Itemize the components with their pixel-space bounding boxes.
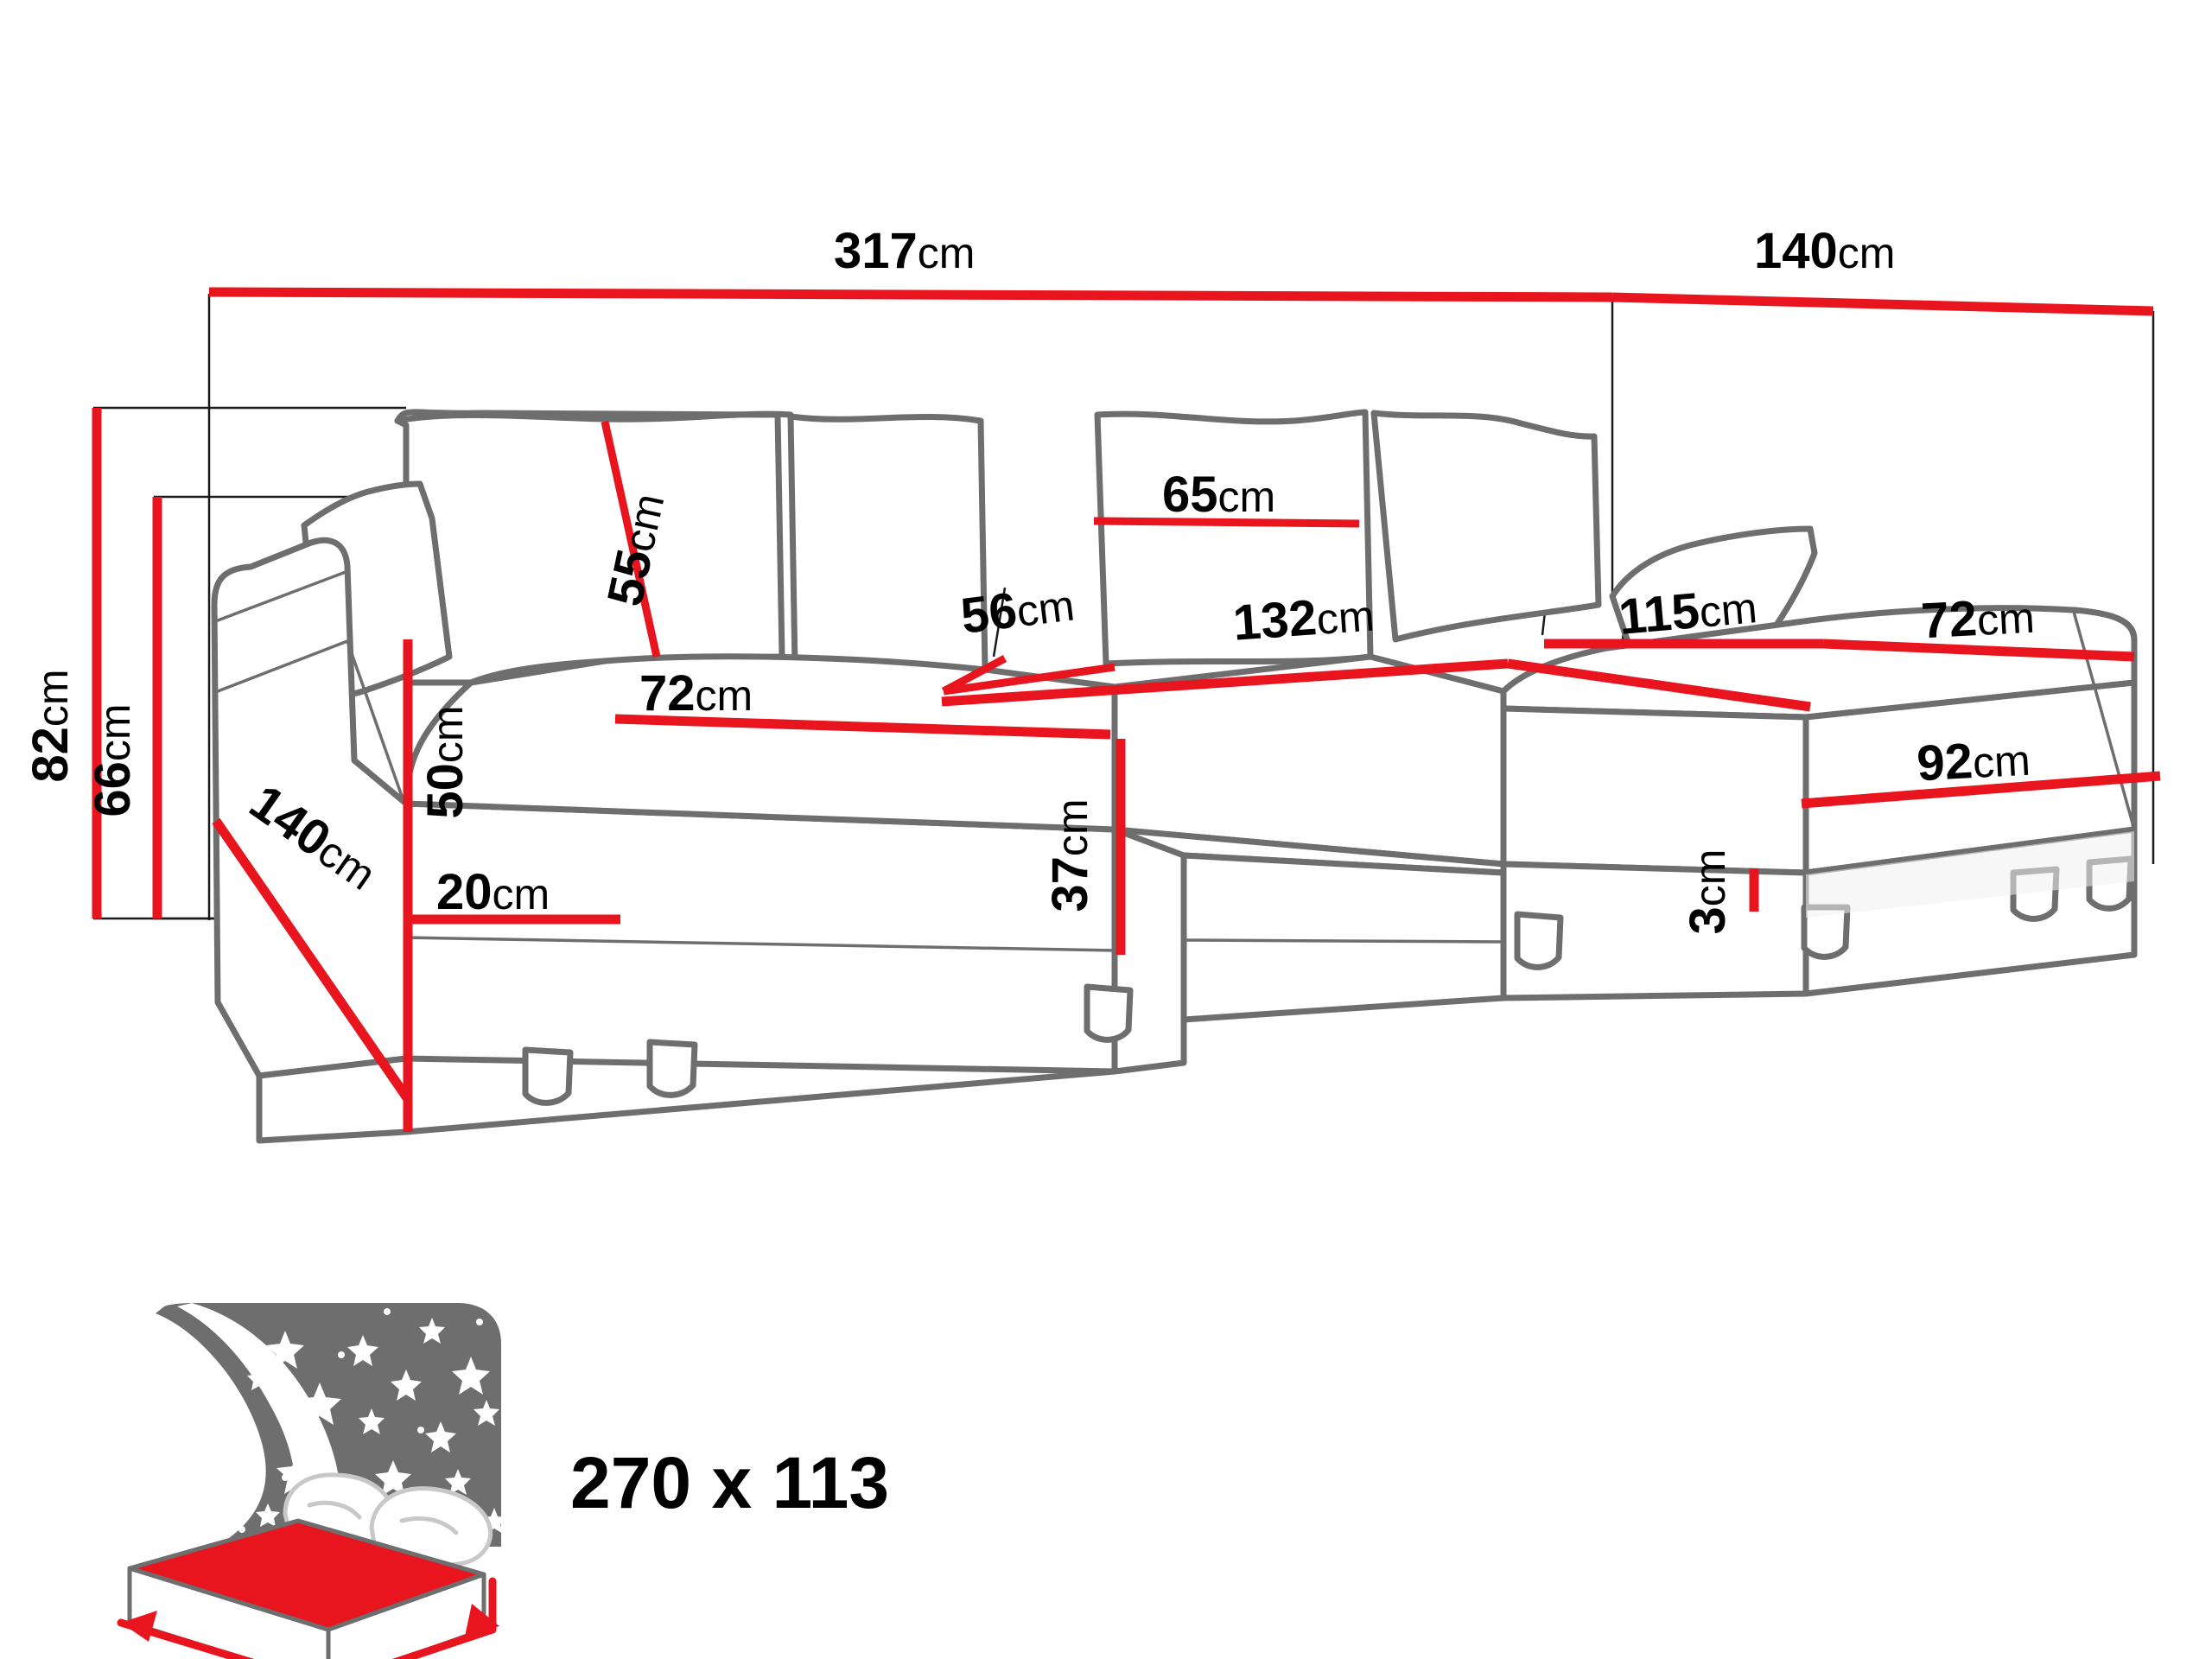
mattress-top-outline: [127, 1518, 486, 1632]
dimline-72-chaise-b: [1822, 639, 2135, 662]
label-middle-seat-width: 132cm: [1231, 585, 1376, 651]
back-cushion-2: [787, 413, 988, 675]
label-back-cushion-height: 55cm: [597, 488, 676, 611]
leg-5: [1801, 904, 1851, 960]
dimline-140-arm: [212, 817, 412, 1103]
back-cushion-4: [1370, 410, 1602, 643]
dimline-140-depth: [1611, 292, 2154, 316]
middle-seat-crease: [1182, 938, 1505, 944]
mattress-arrow-width-head: [121, 1611, 157, 1642]
label-overall-width: 317cm: [834, 223, 975, 279]
left-seat-crease: [404, 936, 1116, 952]
dimline-115: [1507, 658, 1811, 712]
back-cushion-1: [394, 409, 785, 686]
mattress-arrow-length: [391, 1625, 497, 1659]
label-chaise-length: 115cm: [1617, 577, 1759, 645]
left-seat-front: [403, 800, 1118, 1075]
chaise-back-wall: [2070, 607, 2138, 686]
left-armrest-edge: [216, 639, 406, 805]
leg-1: [522, 1046, 574, 1106]
dimline-72-left: [614, 714, 1111, 740]
back-cushion-3: [1094, 409, 1374, 667]
sofa-illustration: [211, 409, 2138, 1144]
mattress-arrow-width: [117, 1618, 255, 1659]
dimline-56: [941, 655, 1007, 695]
leg-3: [1084, 983, 1134, 1043]
chaise-corner-fold: [2072, 610, 2136, 831]
dimension-labels: 317cm 140cm 82cm 66cm 55cm 65cm: [22, 223, 2036, 934]
label-armrest-width: 20cm: [436, 864, 550, 920]
pillow-crease-left: [307, 1500, 362, 1520]
dimline-55: [601, 421, 661, 658]
mattress-top: [130, 1521, 484, 1630]
dimline-56b: [943, 663, 1116, 696]
label-overall-depth-right: 140cm: [1754, 223, 1895, 279]
dimline-132: [941, 658, 1509, 707]
label-backrest-height: 66cm: [85, 703, 141, 817]
label-chaise-width: 92cm: [1916, 730, 2031, 792]
middle-seat-side: [1180, 852, 1507, 1023]
sleeping-area-label: 270 x 113: [570, 1442, 889, 1523]
sheet-swoosh: [156, 1313, 266, 1547]
label-seat-height: 37cm: [1042, 798, 1098, 912]
leg-2: [646, 1039, 698, 1098]
chaise-shadow: [1806, 831, 2134, 918]
label-leg-height: 3cm: [1680, 849, 1736, 935]
label-armrest-height: 50cm: [417, 705, 474, 818]
back-cushion-1-top: [394, 410, 794, 424]
label-corner-seat-width: 56cm: [958, 575, 1077, 645]
label-total-height: 82cm: [22, 669, 79, 782]
dimline-92: [1801, 771, 2161, 809]
label-back-cushion-width: 65cm: [1162, 467, 1275, 523]
leg-4: [1514, 911, 1564, 970]
left-armrest-top-facet: [216, 570, 347, 622]
label-chaise-depth: 72cm: [1920, 588, 2036, 650]
label-seat-depth-left: 72cm: [639, 665, 753, 721]
dimension-lines: [92, 287, 2161, 1132]
dimline-317: [208, 287, 1613, 302]
left-seat-cushion-top: [403, 653, 1118, 833]
dimline-65: [1093, 517, 1360, 528]
chaise-front-face: [1500, 705, 1809, 876]
pillow-crease-right: [399, 1516, 459, 1535]
sleeping-bed-icon: 270 x 113: [117, 1303, 889, 1659]
